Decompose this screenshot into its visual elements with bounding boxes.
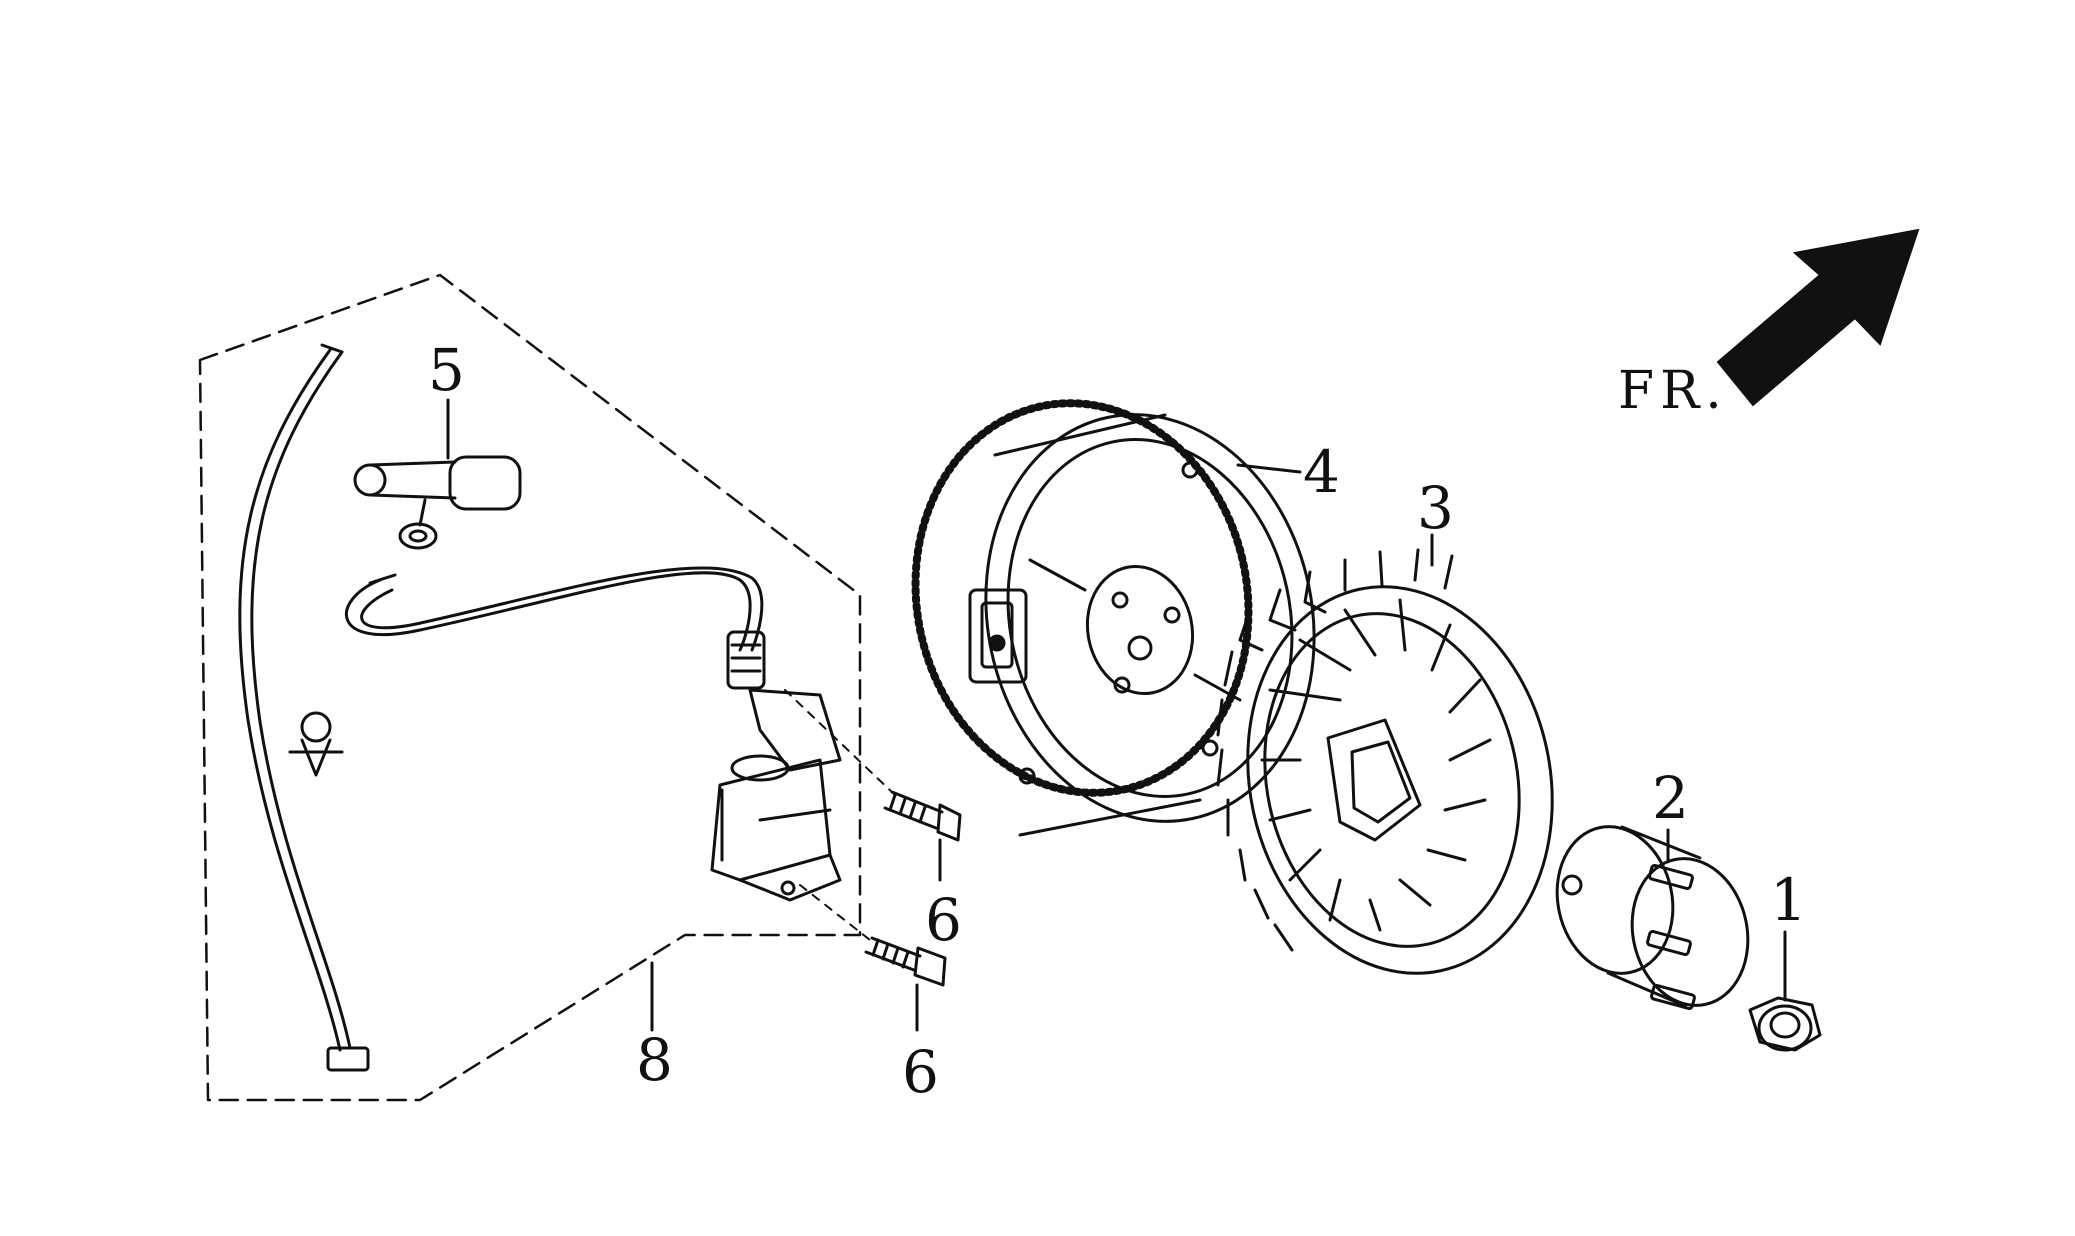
wire-clip — [288, 711, 344, 777]
arrow-up-right-icon — [1716, 228, 1920, 407]
part-number-2: 2 — [1652, 764, 1689, 832]
part-number-4: 4 — [1303, 438, 1340, 506]
part-number-8: 8 — [636, 1026, 673, 1094]
part-number-3: 3 — [1417, 474, 1454, 542]
bolt-upper — [883, 790, 962, 842]
leader-line-4 — [1236, 463, 1302, 474]
starter-pulley — [1555, 825, 1750, 1011]
flange-nut — [1748, 996, 1822, 1052]
part-number-6-upper: 6 — [925, 886, 962, 954]
flywheel — [911, 399, 1316, 837]
part-number-6-lower: 6 — [902, 1038, 939, 1106]
bolt-guide-upper — [784, 689, 896, 796]
ignition-coil — [710, 630, 842, 902]
part-number-5: 5 — [428, 336, 465, 404]
bolt-lower — [864, 936, 947, 987]
cooling-fan — [1216, 548, 1554, 975]
ground-wire — [238, 343, 370, 1072]
ht-lead — [345, 566, 764, 652]
spark-plug-cap — [353, 455, 522, 550]
part-number-1: 1 — [1770, 866, 1807, 934]
front-direction-label: FR. — [1618, 361, 1728, 421]
kit-boundary-dashed — [198, 273, 862, 1102]
